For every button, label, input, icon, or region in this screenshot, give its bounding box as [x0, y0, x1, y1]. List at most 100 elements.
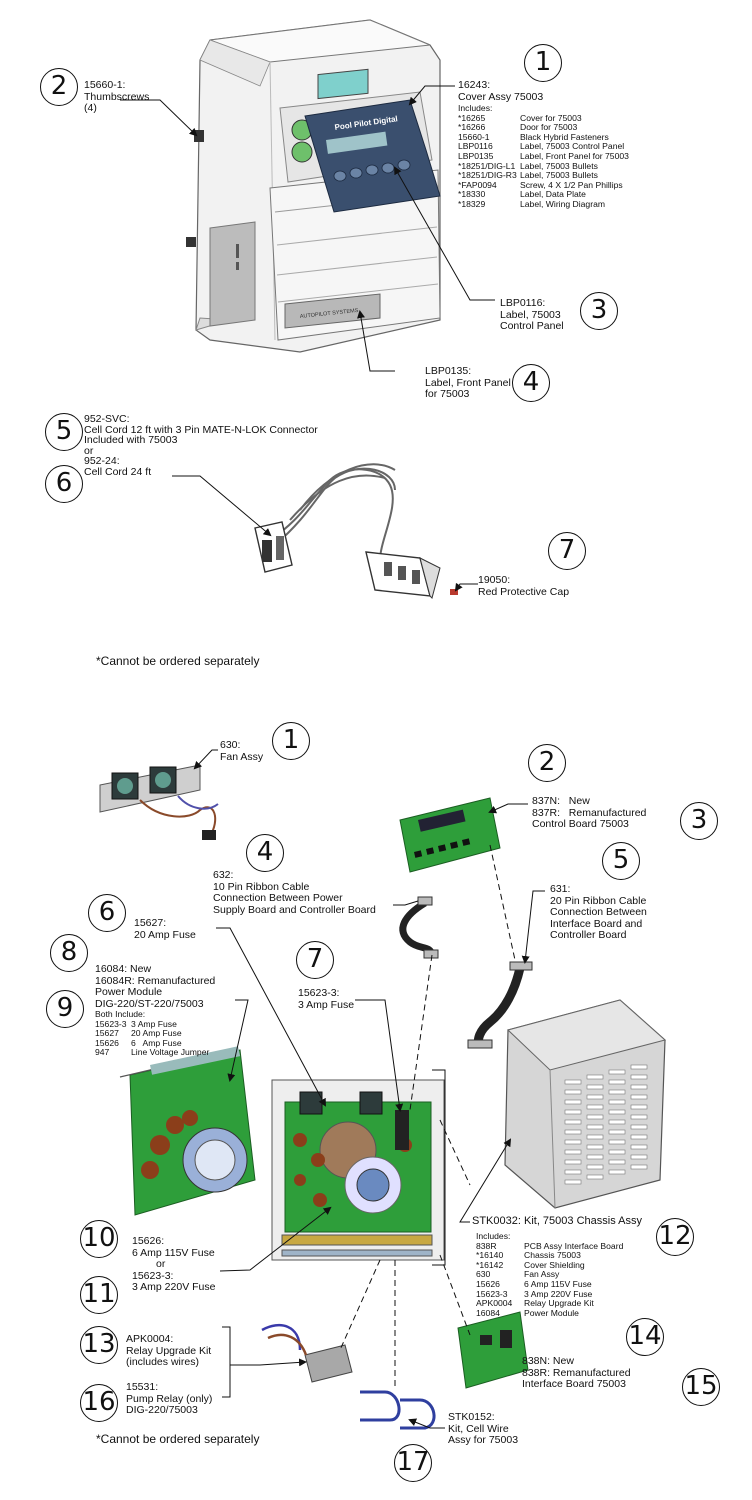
part-number: 15626 — [476, 1278, 500, 1289]
part-number: 947 — [95, 1047, 110, 1058]
vent-slot — [608, 1119, 626, 1125]
vent-slot — [586, 1094, 604, 1100]
callout-2-thumbscrews: 2 — [40, 68, 78, 106]
cell-cord-label: 952-SVC:Cell Cord 12 ft with 3 Pin MATE-… — [84, 413, 318, 478]
part-description: Label, Front Panel for 75003 — [520, 150, 629, 161]
callout-b4-ribbon10: 4 — [246, 834, 284, 872]
vent-slot — [586, 1144, 604, 1150]
vent-slot — [608, 1099, 626, 1105]
vent-slot — [586, 1114, 604, 1120]
part-description: Power Module — [524, 1307, 579, 1318]
part-description: Label, Data Plate — [520, 189, 586, 200]
ribbon-20-label: 631:20 Pin Ribbon Cable Connection Betwe… — [550, 883, 647, 941]
part-description: Cover for 75003 — [520, 112, 582, 123]
fan-assy-label: 630:Fan Assy — [220, 739, 264, 763]
vent-slot — [630, 1154, 648, 1160]
red-protective-cap — [450, 589, 458, 595]
vent-slot — [608, 1149, 626, 1155]
vent-slot — [586, 1154, 604, 1160]
vent-slot — [586, 1134, 604, 1140]
relay-kit-label: APK0004:Relay Upgrade Kit(includes wires… — [126, 1333, 212, 1368]
vent-slot — [608, 1159, 626, 1165]
callout-b3-control-board: 3 — [680, 802, 718, 840]
part-number: *18329 — [458, 198, 486, 209]
part-description: PCB Assy Interface Board — [524, 1240, 624, 1251]
part-number: 630 — [476, 1269, 491, 1280]
callout-b6-fuse20: 6 — [88, 894, 126, 932]
vent-slot — [630, 1074, 648, 1080]
vent-slot — [630, 1084, 648, 1090]
vent-slot — [608, 1079, 626, 1085]
vent-slot — [586, 1164, 604, 1170]
callout-b11-fuse-3a: 11 — [80, 1276, 118, 1314]
main-chassis-plate — [271, 1079, 445, 1261]
vent-slot — [630, 1144, 648, 1150]
callout-b12-chassis: 12 — [656, 1218, 694, 1256]
part-number: 15626 — [95, 1037, 119, 1048]
vent-slot — [630, 1114, 648, 1120]
vent-slot — [608, 1069, 626, 1075]
vent-slot — [586, 1074, 604, 1080]
chassis-cover-shielding — [504, 999, 667, 1209]
part-description: 3 Amp 220V Fuse — [524, 1288, 593, 1299]
bottom-footnote: *Cannot be ordered separately — [96, 1432, 260, 1446]
part-number: *FAP0094 — [458, 179, 497, 190]
vent-slot — [630, 1064, 648, 1070]
part-description: Fan Assy — [524, 1269, 560, 1280]
callout-b7-fuse3: 7 — [296, 941, 334, 979]
vent-slot — [630, 1094, 648, 1100]
part-description: Chassis 75003 — [524, 1250, 581, 1261]
control-board-label: 837N: New 837R: Remanufactured Control B… — [532, 795, 647, 830]
part-description: Black Hybrid Fasteners — [520, 131, 609, 142]
fuse-20a-label: 15627:20 Amp Fuse — [134, 917, 196, 941]
part-number: *16140 — [476, 1250, 504, 1261]
callout-b9-power-module: 9 — [46, 990, 84, 1028]
part-description: 20 Amp Fuse — [131, 1028, 182, 1039]
vent-slot — [586, 1084, 604, 1090]
parts-list-row: *16140 Chassis 75003 — [476, 1251, 623, 1261]
callout-b15-interface-board: 15 — [682, 1368, 720, 1406]
vent-slot — [630, 1134, 648, 1140]
callout-4-front-label: 4 — [512, 364, 550, 402]
thumbscrews-label: 15660-1:Thumbscrews(4) — [84, 79, 150, 114]
vent-slot — [564, 1129, 582, 1135]
ribbon-cable-20-pin — [467, 961, 533, 1049]
vent-slot — [586, 1174, 604, 1180]
vent-slot — [564, 1109, 582, 1115]
vent-slot — [586, 1104, 604, 1110]
part-description: 6 Amp 115V Fuse — [524, 1278, 592, 1289]
power-module-illustration — [119, 1046, 256, 1216]
vent-slot — [630, 1124, 648, 1130]
part-description: Label, 75003 Bullets — [520, 160, 598, 171]
part-number: LBP0116 — [458, 141, 493, 152]
cell-cord-illustration — [269, 463, 396, 561]
callout-b5-ribbon20: 5 — [602, 842, 640, 880]
red-cap-label: 19050:Red Protective Cap — [478, 574, 570, 598]
part-number: 15623-3 — [95, 1018, 127, 1029]
callout-b8-power-module: 8 — [50, 934, 88, 972]
parts-list-row: 630 Fan Assy — [476, 1270, 623, 1280]
control-board-illustration — [399, 797, 501, 873]
fuse-choice-label: 15626:6 Amp 115V Fuse or 15623-3:3 Amp 2… — [132, 1235, 216, 1293]
ribbon-cable-10-pin — [399, 896, 439, 959]
cover-assy-label: 16243:Cover Assy 75003 — [458, 79, 544, 103]
cord-plug-connector — [254, 521, 293, 573]
callout-3-control-label: 3 — [580, 292, 618, 330]
part-number: 15660-1 — [458, 131, 490, 142]
chassis-kit-label: STK0032: Kit, 75003 Chassis Assy — [472, 1215, 642, 1227]
part-description: Label, Wiring Diagram — [520, 198, 606, 209]
part-number: *18330 — [458, 189, 486, 200]
